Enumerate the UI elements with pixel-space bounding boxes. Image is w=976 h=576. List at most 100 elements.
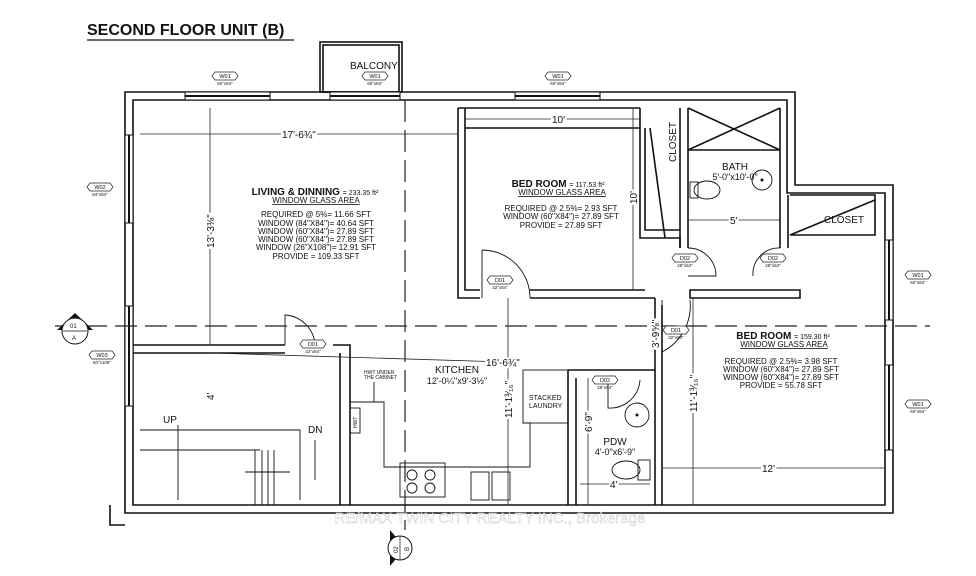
bathroom-fixtures	[611, 169, 773, 481]
door-tag-label: D01	[495, 278, 505, 284]
svg-text:WINDOW (60"X84")= 27.89 SFT: WINDOW (60"X84")= 27.89 SFT	[723, 365, 839, 374]
svg-text:10': 10'	[629, 191, 640, 204]
door-tag-size: 32"x84"	[305, 349, 321, 354]
window-tag-size: 60"x84"	[910, 409, 926, 414]
section-marker-02: 02 B	[387, 530, 413, 566]
door-tag-size: 28"x84"	[677, 263, 693, 268]
svg-text:B: B	[405, 547, 411, 551]
door-swings	[284, 247, 781, 409]
balcony: BALCONY	[319, 41, 403, 93]
svg-text:PROVIDE = 55.78 SFT: PROVIDE = 55.78 SFT	[740, 381, 823, 390]
window-tag-size: 60"x84"	[910, 280, 926, 285]
door-tag-label: D02	[680, 256, 690, 262]
svg-text:LAUNDRY: LAUNDRY	[529, 403, 563, 410]
svg-text:11'-1³⁄₁₆": 11'-1³⁄₁₆"	[689, 374, 700, 412]
room-label-bath: BATH 5'-0"x10'-0"	[712, 162, 757, 182]
svg-text:10': 10'	[552, 115, 565, 126]
svg-text:THE CABINET: THE CABINET	[364, 375, 397, 381]
window-tag-label: W02	[94, 185, 105, 191]
svg-text:3'-9⅝": 3'-9⅝"	[651, 319, 662, 348]
interior-walls	[133, 107, 876, 505]
dimension-lines	[140, 108, 885, 505]
stairs-up-label: UP	[163, 415, 177, 426]
svg-text:PROVIDE = 109.33 SFT: PROVIDE = 109.33 SFT	[273, 252, 360, 261]
svg-text:HWT UNDER: HWT UNDER	[364, 370, 395, 376]
svg-text:WINDOW GLASS AREA: WINDOW GLASS AREA	[518, 188, 606, 197]
svg-text:WINDOW GLASS AREA: WINDOW GLASS AREA	[272, 196, 360, 205]
svg-text:5': 5'	[730, 216, 738, 227]
room-label-bedroom-2: BED ROOM = 159.30 ft² WINDOW GLASS AREA …	[723, 331, 839, 390]
staircase: UP DN	[140, 415, 322, 505]
door-tag-label: D01	[308, 342, 318, 348]
svg-text:02: 02	[394, 546, 400, 553]
room-label-bedroom-1: BED ROOM = 117.53 ft² WINDOW GLASS AREA …	[503, 179, 619, 230]
svg-text:BATH: BATH	[722, 162, 748, 173]
window-tag-size: 60"x84"	[217, 81, 233, 86]
svg-text:4'-0"x6'-9": 4'-0"x6'-9"	[595, 447, 635, 457]
window-tag-label: W01	[912, 402, 923, 408]
svg-text:KITCHEN: KITCHEN	[435, 365, 479, 376]
svg-text:WINDOW (60"X84")= 27.89 SFT: WINDOW (60"X84")= 27.89 SFT	[258, 227, 374, 236]
svg-text:REQUIRED @ 2.5%= 2.93 SFT: REQUIRED @ 2.5%= 2.93 SFT	[505, 204, 618, 213]
svg-text:REQUIRED @ 5%= 11.66 SFT: REQUIRED @ 5%= 11.66 SFT	[261, 210, 371, 219]
svg-text:12': 12'	[762, 464, 775, 475]
closet-label: CLOSET	[824, 215, 864, 226]
svg-text:16'-6¾": 16'-6¾"	[486, 358, 520, 369]
laundry-label: STACKED	[529, 395, 562, 402]
svg-text:PDW: PDW	[603, 437, 627, 448]
svg-text:A: A	[72, 336, 76, 342]
svg-text:BALCONY: BALCONY	[350, 61, 398, 72]
svg-text:4': 4'	[206, 392, 217, 400]
room-label-pdw: PDW 4'-0"x6'-9"	[595, 437, 635, 457]
section-marker-01: 01 A	[57, 313, 93, 345]
svg-text:13'-3⅜": 13'-3⅜"	[206, 214, 217, 248]
window-tag-label: W01	[552, 74, 563, 80]
svg-text:BED ROOM = 117.53 ft²: BED ROOM = 117.53 ft²	[512, 179, 606, 190]
svg-text:4': 4'	[610, 480, 618, 491]
door-tag-size: 28"x84"	[597, 385, 613, 390]
svg-text:17'-6¾": 17'-6¾"	[282, 130, 316, 141]
door-tag-label: D02	[768, 256, 778, 262]
svg-text:6'-9": 6'-9"	[584, 412, 595, 432]
door-tag-label: D02	[600, 378, 610, 384]
window-tag-size: 60"x84"	[367, 81, 383, 86]
window-tag-label: W01	[912, 273, 923, 279]
door-tag-size: 32"x84"	[492, 285, 508, 290]
svg-text:PROVIDE = 27.89 SFT: PROVIDE = 27.89 SFT	[520, 221, 603, 230]
tags: W0160"x84"W0160"x84"W0160"x84"W0284"x84"…	[86, 71, 932, 414]
window-tag-size: 84"x84"	[92, 192, 108, 197]
window-tag-label: W03	[96, 353, 107, 359]
svg-text:WINDOW (60"X84")= 27.89 SFT: WINDOW (60"X84")= 27.89 SFT	[258, 235, 374, 244]
plan-title: SECOND FLOOR UNIT (B)	[87, 22, 284, 39]
svg-text:12'-0¼"x9'-3½": 12'-0¼"x9'-3½"	[427, 376, 487, 386]
svg-text:WINDOW (26"X108")= 12.91 SFT: WINDOW (26"X108")= 12.91 SFT	[256, 243, 376, 252]
window-tag-label: W01	[219, 74, 230, 80]
dimension-labels: 17'-6¾" 10' 13'-3⅜" 10' 5' 3'-9⅝" 16'-6¾…	[204, 113, 777, 493]
svg-text:BED ROOM = 159.30 ft²: BED ROOM = 159.30 ft²	[736, 331, 830, 342]
door-tag-size: 28"x84"	[765, 263, 781, 268]
window-tag-size: 60"x84"	[550, 81, 566, 86]
stairs-down-label: DN	[308, 425, 322, 436]
svg-text:11'-1³⁄₁₆": 11'-1³⁄₁₆"	[504, 380, 515, 418]
svg-text:WINDOW (60"X84")= 27.89 SFT: WINDOW (60"X84")= 27.89 SFT	[723, 373, 839, 382]
door-tag-size: 32"x84"	[668, 335, 684, 340]
window-tag-label: W01	[369, 74, 380, 80]
door-tag-label: D01	[671, 328, 681, 334]
watermark: RE/MAX TWIN CITY REALTY INC., Brokerage	[335, 510, 646, 527]
svg-text:LIVING & DINNING = 233.35 ft²: LIVING & DINNING = 233.35 ft²	[252, 187, 379, 198]
closet-label: CLOSET	[668, 122, 679, 162]
